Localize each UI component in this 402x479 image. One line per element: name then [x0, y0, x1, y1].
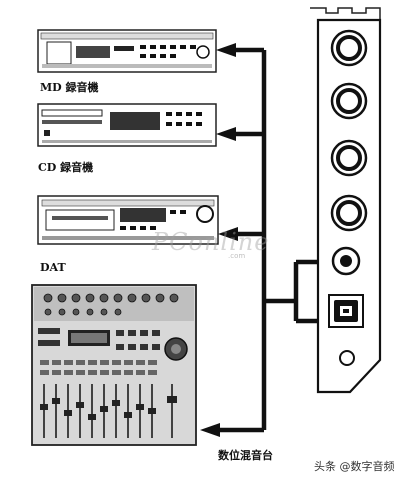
watermark-logo: PConline	[152, 228, 270, 256]
digital-mixer-device	[31, 284, 197, 446]
watermark-logo-suffix: .com	[228, 252, 246, 260]
dat-label: DAT	[40, 261, 66, 274]
optical-digital-out-port	[328, 294, 364, 328]
arrow-to-md-icon	[216, 43, 236, 57]
mixer-label: 数位混音台	[218, 449, 273, 462]
audio-jack-3	[330, 139, 368, 177]
md-recorder-device	[37, 29, 217, 73]
dat-device	[37, 195, 219, 245]
arrow-to-mixer-icon	[200, 423, 220, 437]
audio-jack-2	[330, 82, 368, 120]
coaxial-digital-out-jack	[331, 246, 361, 276]
audio-jack-1	[330, 29, 368, 67]
audio-jack-4	[330, 194, 368, 232]
md-recorder-label: MD 録音機	[40, 81, 99, 94]
cd-recorder-label: CD 録音機	[38, 161, 94, 174]
arrow-to-cd-icon	[216, 127, 236, 141]
cd-recorder-device	[37, 103, 217, 147]
arrow-to-dat-icon	[218, 227, 238, 241]
bracket-screw-hole	[339, 350, 355, 366]
footer-attribution: 头条 @数字音频	[314, 460, 395, 473]
